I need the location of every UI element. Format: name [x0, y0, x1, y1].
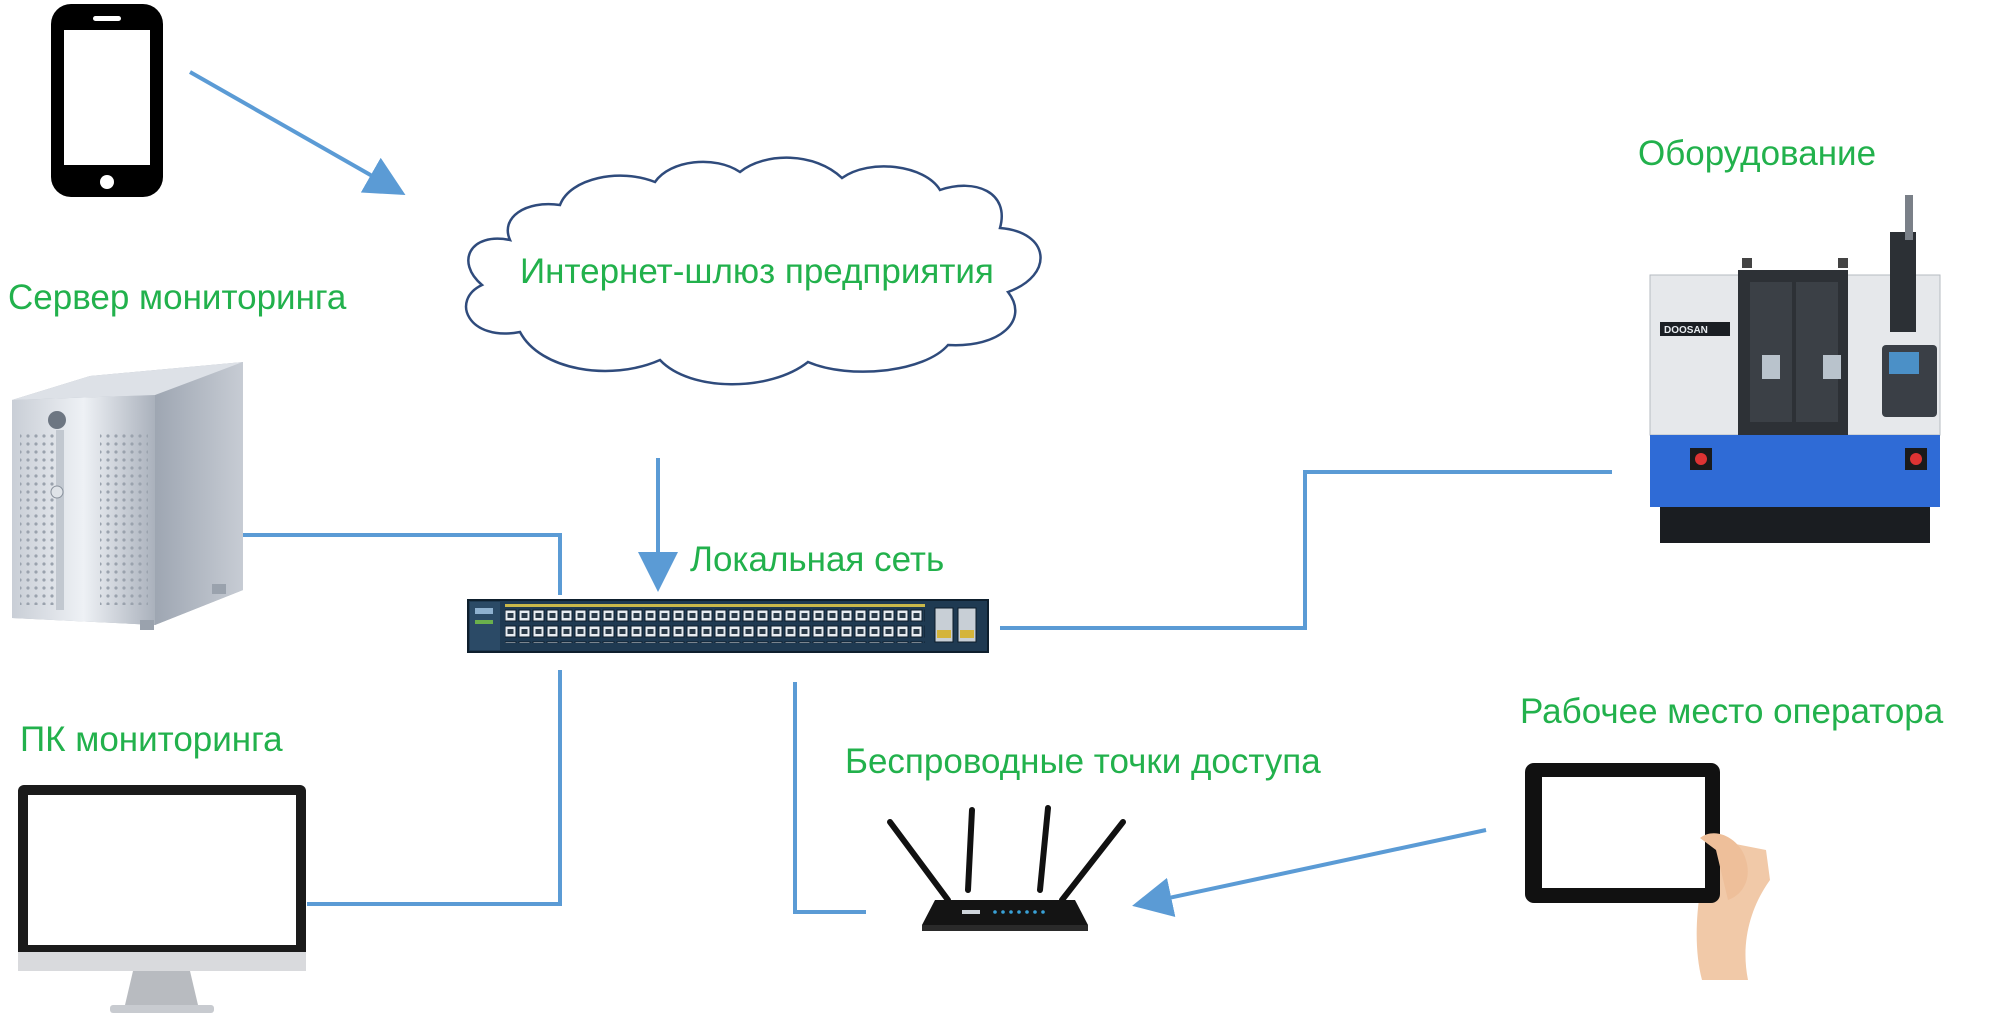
switch-to-router-link: [793, 682, 866, 914]
phone-to-cloud-arrow: [189, 70, 406, 195]
equipment-label: Оборудование: [1638, 134, 1877, 173]
operator-workstation-label: Рабочее место оператора: [1520, 692, 1944, 731]
connectors: [189, 70, 1612, 918]
wireless-access-points-label: Беспроводные точки доступа: [845, 742, 1321, 781]
server-tower-icon: [12, 362, 243, 630]
local-network-label: Локальная сеть: [690, 540, 945, 579]
monitoring-pc-label: ПК мониторинга: [20, 720, 283, 759]
monitoring-server-label: Сервер мониторинга: [8, 278, 347, 317]
network-switch-icon: [467, 599, 989, 653]
tablet-to-router-arrow: [1132, 828, 1487, 918]
smartphone-icon: [51, 4, 163, 197]
pc-to-switch-link: [307, 670, 562, 906]
tablet-in-hand-icon: [1525, 763, 1770, 980]
machine-brand-text: DOOSAN: [1664, 325, 1708, 336]
cloud-icon: [464, 156, 1042, 386]
server-to-switch-link: [242, 533, 562, 595]
switch-to-equipment-link: [1000, 470, 1612, 630]
internet-gateway-label: Интернет-шлюз предприятия: [520, 252, 994, 291]
cnc-machine-icon: DOOSAN: [1649, 195, 1941, 543]
wireless-router-icon: [887, 805, 1126, 931]
monitor-icon: [18, 785, 306, 1013]
